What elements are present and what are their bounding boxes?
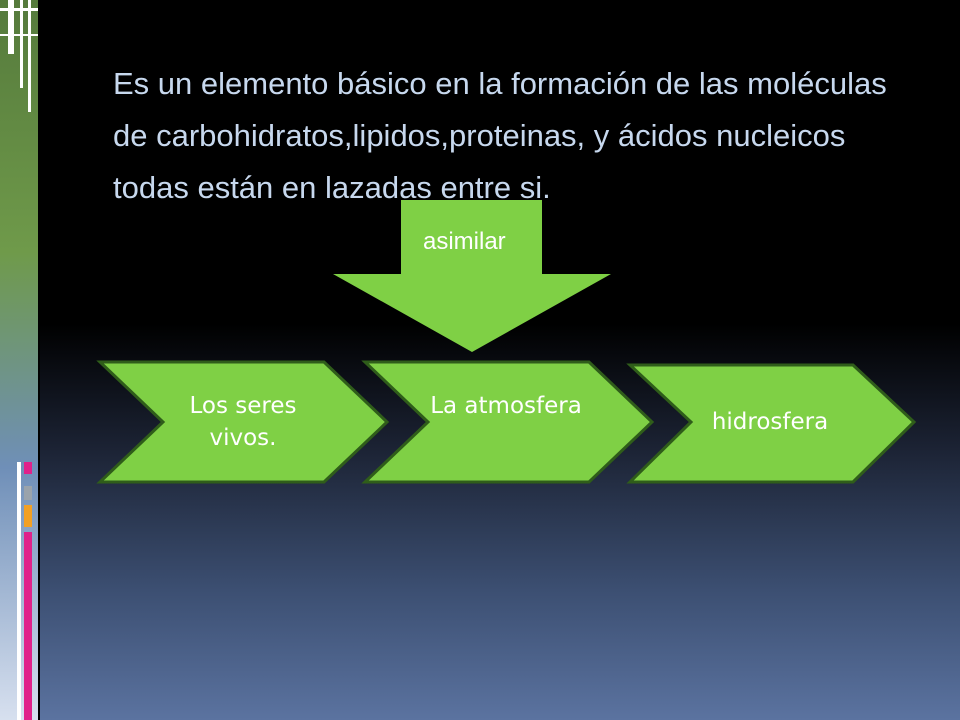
step-label-seres-vivos: Los seres vivos. bbox=[189, 393, 297, 451]
chevron-shapes bbox=[96, 360, 917, 484]
step-label-hidrosfera: hidrosfera bbox=[711, 409, 829, 435]
chevron-1 bbox=[96, 360, 390, 484]
margin-divider bbox=[38, 0, 40, 720]
chevron-3 bbox=[626, 363, 917, 484]
down-arrow-callout bbox=[333, 200, 611, 352]
arrow-label: asimilar bbox=[423, 228, 506, 255]
chevron-2 bbox=[361, 360, 655, 484]
step-label-atmosfera: La atmosfera bbox=[430, 393, 582, 419]
slide-title: Es un elemento básico en la formación de… bbox=[113, 66, 887, 205]
